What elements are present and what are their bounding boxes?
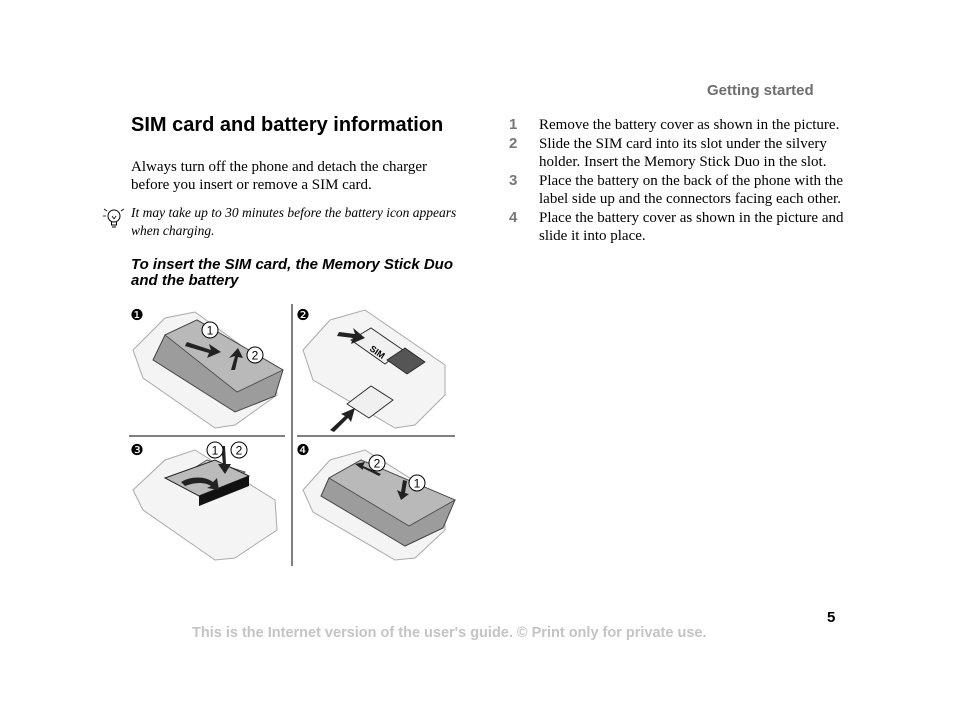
- panel-marker-4: ❹: [296, 443, 309, 459]
- section-title: Getting started: [707, 82, 814, 99]
- panel-4-replace-cover: 2 1: [302, 449, 456, 561]
- callout-1: 1: [207, 324, 214, 338]
- step-item: 4 Place the battery cover as shown in th…: [509, 209, 849, 245]
- lightbulb-icon: [103, 208, 125, 228]
- panel-1-remove-cover: 1 2: [132, 311, 284, 429]
- callout-2: 2: [374, 457, 381, 471]
- instruction-subheading: To insert the SIM card, the Memory Stick…: [131, 256, 454, 289]
- tip-text: It may take up to 30 minutes before the …: [131, 205, 457, 238]
- page-title: SIM card and battery information: [131, 114, 444, 136]
- callout-2: 2: [252, 349, 259, 363]
- step-text: Place the battery on the back of the pho…: [539, 173, 844, 207]
- step-text: Slide the SIM card into its slot under t…: [539, 136, 827, 170]
- step-number: 4: [509, 209, 518, 226]
- footer-notice: This is the Internet version of the user…: [192, 625, 707, 641]
- callout-1: 1: [414, 477, 421, 491]
- panel-marker-2: ❷: [296, 308, 309, 324]
- step-number: 2: [509, 135, 518, 152]
- step-item: 1 Remove the battery cover as shown in t…: [509, 116, 849, 134]
- page-number: 5: [827, 609, 836, 626]
- step-text: Remove the battery cover as shown in the…: [539, 117, 840, 133]
- panel-marker-1: ❶: [130, 308, 143, 324]
- callout-1: 1: [212, 444, 219, 458]
- sim-battery-illustration: 1 2 SIM 1 2 2 1 ❶ ❷ ❸: [129, 304, 456, 566]
- step-text: Place the battery cover as shown in the …: [539, 210, 844, 244]
- panel-3-insert-battery: 1 2: [132, 441, 278, 561]
- callout-2: 2: [236, 444, 243, 458]
- panel-marker-3: ❸: [130, 443, 143, 459]
- panel-2-insert-sim: SIM: [302, 309, 446, 432]
- step-item: 3 Place the battery on the back of the p…: [509, 172, 849, 208]
- intro-paragraph: Always turn off the phone and detach the…: [131, 159, 428, 193]
- step-number: 3: [509, 172, 518, 189]
- steps-list: 1 Remove the battery cover as shown in t…: [509, 116, 849, 246]
- step-number: 1: [509, 116, 518, 133]
- step-item: 2 Slide the SIM card into its slot under…: [509, 135, 849, 171]
